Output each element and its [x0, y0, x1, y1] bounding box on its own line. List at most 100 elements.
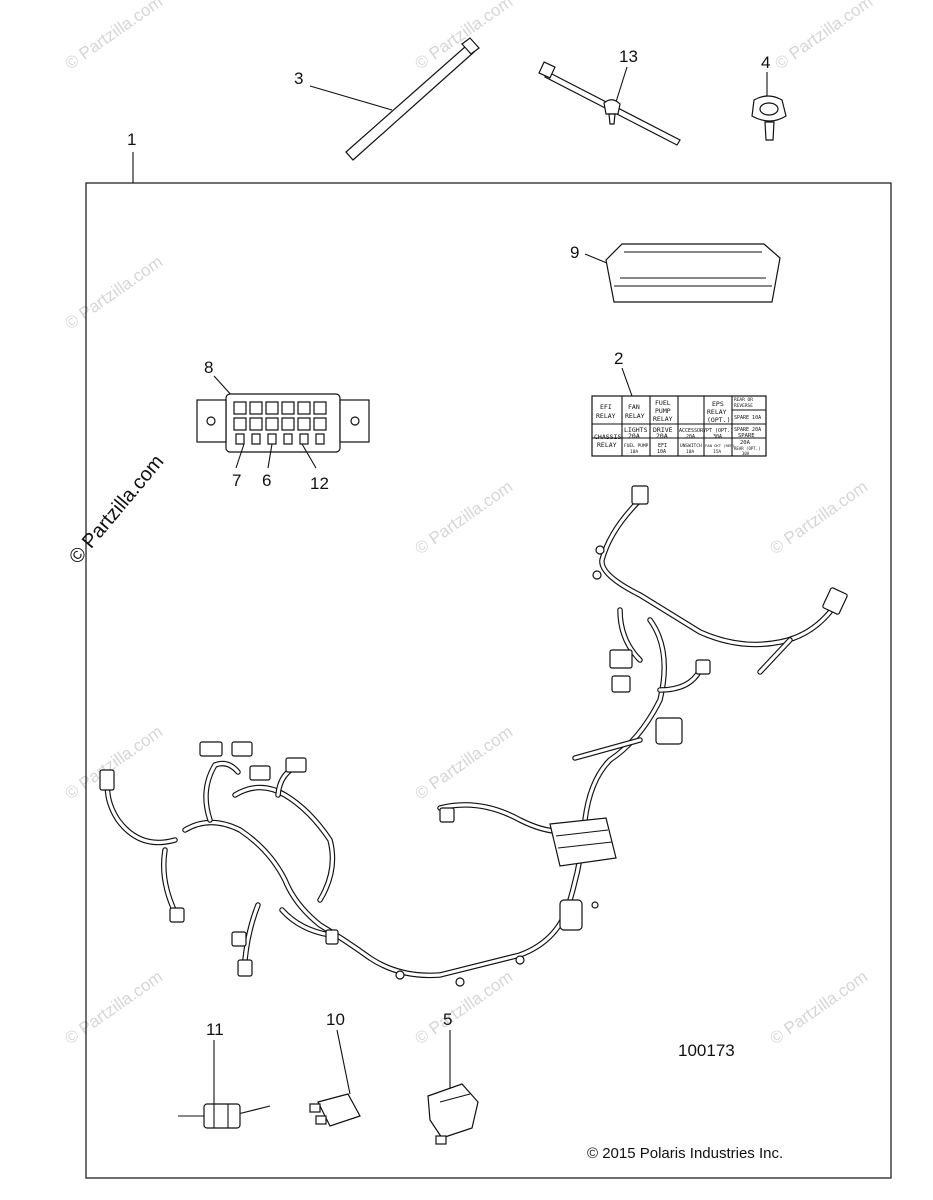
- watermark: © Partzilla.com: [766, 967, 871, 1048]
- part-13-mount-tie: 13: [538, 47, 681, 146]
- svg-text:FAN: FAN: [628, 403, 640, 411]
- diagram-id: 100173: [678, 1041, 735, 1060]
- callout-number: 8: [204, 358, 213, 377]
- mount-hole: [206, 416, 216, 426]
- svg-text:EFI: EFI: [600, 403, 612, 411]
- callout-number: 4: [761, 53, 770, 72]
- cover-body: [605, 243, 781, 303]
- callout-number: 12: [310, 474, 329, 493]
- fuse-slots: [233, 401, 327, 445]
- label-outline: [591, 395, 767, 457]
- connector: [325, 929, 339, 945]
- svg-text:(OPT.): (OPT.): [707, 416, 730, 424]
- svg-text:SPARE: SPARE: [738, 433, 755, 439]
- callout-number: 2: [614, 349, 623, 368]
- connector: [199, 741, 223, 757]
- part-9-fuse-box-cover: 9: [570, 243, 781, 303]
- svg-text:20A: 20A: [740, 440, 751, 446]
- svg-text:FAN CKT (REF): FAN CKT (REF): [705, 443, 735, 448]
- callout-number: 1: [127, 130, 136, 149]
- connector: [609, 649, 633, 669]
- watermark-prominent: © Partzilla.com: [65, 451, 168, 568]
- watermark: © Partzilla.com: [766, 477, 871, 558]
- connector: [439, 807, 455, 823]
- cable-tie-strap: [345, 45, 475, 161]
- clip-hole: [759, 102, 779, 116]
- part-5-connector: 5: [427, 1010, 479, 1145]
- svg-text:UNSWITCH: UNSWITCH: [680, 443, 702, 449]
- part-2-fuse-label: 2 EFI RELAY FAN RELAY FUEL PUMP RELAY EP…: [591, 349, 767, 457]
- connector: [611, 675, 631, 693]
- callout-number: 6: [262, 471, 271, 490]
- watermark: © Partzilla.com: [771, 0, 876, 73]
- watermark-layer: © Partzilla.com © Partzilla.com © Partzi…: [61, 0, 876, 1048]
- watermark: © Partzilla.com: [411, 967, 516, 1048]
- svg-text:REAR (OPT.): REAR (OPT.): [734, 446, 761, 451]
- callout-number: 5: [443, 1010, 452, 1029]
- svg-text:REVERSE: REVERSE: [734, 403, 753, 409]
- callout-number: 11: [206, 1020, 224, 1039]
- svg-text:CHASSIS: CHASSIS: [594, 433, 621, 441]
- leader-line: [615, 66, 628, 103]
- harness-clip: [592, 570, 602, 580]
- part-11-fuse-link: 11: [178, 1020, 271, 1129]
- watermark: © Partzilla.com: [411, 722, 516, 803]
- connector-latch: [435, 1135, 447, 1145]
- watermark: © Partzilla.com: [411, 0, 516, 73]
- svg-text:ACCESSORY: ACCESSORY: [679, 428, 706, 434]
- svg-text:PT (OPT.): PT (OPT.): [706, 428, 733, 434]
- tie-head: [538, 61, 556, 79]
- callout-1: 1: [127, 130, 136, 183]
- callout-number: 13: [619, 47, 638, 66]
- watermark: © Partzilla.com: [61, 967, 166, 1048]
- svg-text:LIGHTS: LIGHTS: [624, 426, 648, 434]
- connector: [285, 757, 307, 773]
- svg-text:RELAY: RELAY: [653, 415, 673, 423]
- fuse-link-body: [203, 1103, 241, 1129]
- svg-text:RELAY: RELAY: [707, 408, 727, 416]
- connector: [695, 659, 711, 675]
- cable-tie-head: [461, 37, 480, 55]
- watermark: © Partzilla.com: [61, 722, 166, 803]
- svg-text:20A: 20A: [656, 432, 668, 440]
- connector: [231, 931, 247, 947]
- svg-text:EPS: EPS: [712, 400, 724, 408]
- connector: [559, 899, 583, 931]
- svg-text:PUMP: PUMP: [655, 407, 671, 415]
- leader-line: [309, 85, 393, 111]
- svg-text:RELAY: RELAY: [625, 412, 645, 420]
- watermark: © Partzilla.com: [61, 0, 166, 73]
- main-wiring-harness: [99, 485, 848, 987]
- svg-text:30A: 30A: [742, 451, 750, 456]
- svg-text:10A: 10A: [657, 449, 666, 455]
- leader-line: [301, 443, 317, 469]
- svg-text:REAR OR: REAR OR: [734, 397, 753, 403]
- callout-number: 10: [326, 1010, 345, 1029]
- harness-clip: [595, 545, 605, 555]
- svg-text:20A: 20A: [686, 434, 695, 440]
- svg-text:30A: 30A: [713, 434, 722, 440]
- callout-number: 9: [570, 243, 579, 262]
- part-8-fuse-block: 8 7 6 12: [196, 358, 370, 493]
- svg-text:FUEL: FUEL: [655, 399, 671, 407]
- mount-hole: [350, 416, 360, 426]
- connector: [169, 907, 185, 923]
- connector: [99, 769, 115, 791]
- watermark: © Partzilla.com: [411, 477, 516, 558]
- part-10-fuse: 10: [309, 1010, 361, 1127]
- fuse-blade: [309, 1103, 321, 1113]
- part-3-cable-tie: 3: [294, 37, 480, 161]
- tie-mount-post: [608, 113, 616, 125]
- clip-post: [764, 121, 775, 141]
- svg-text:EFI: EFI: [658, 443, 667, 449]
- svg-text:20A: 20A: [628, 432, 640, 440]
- svg-text:10A: 10A: [630, 449, 638, 455]
- leader-line: [621, 367, 633, 397]
- leader-line: [267, 443, 273, 469]
- callout-number: 3: [294, 69, 303, 88]
- connector: [231, 741, 253, 757]
- svg-text:10A: 10A: [686, 449, 694, 455]
- leader-line: [235, 443, 245, 469]
- svg-text:RELAY: RELAY: [596, 412, 616, 420]
